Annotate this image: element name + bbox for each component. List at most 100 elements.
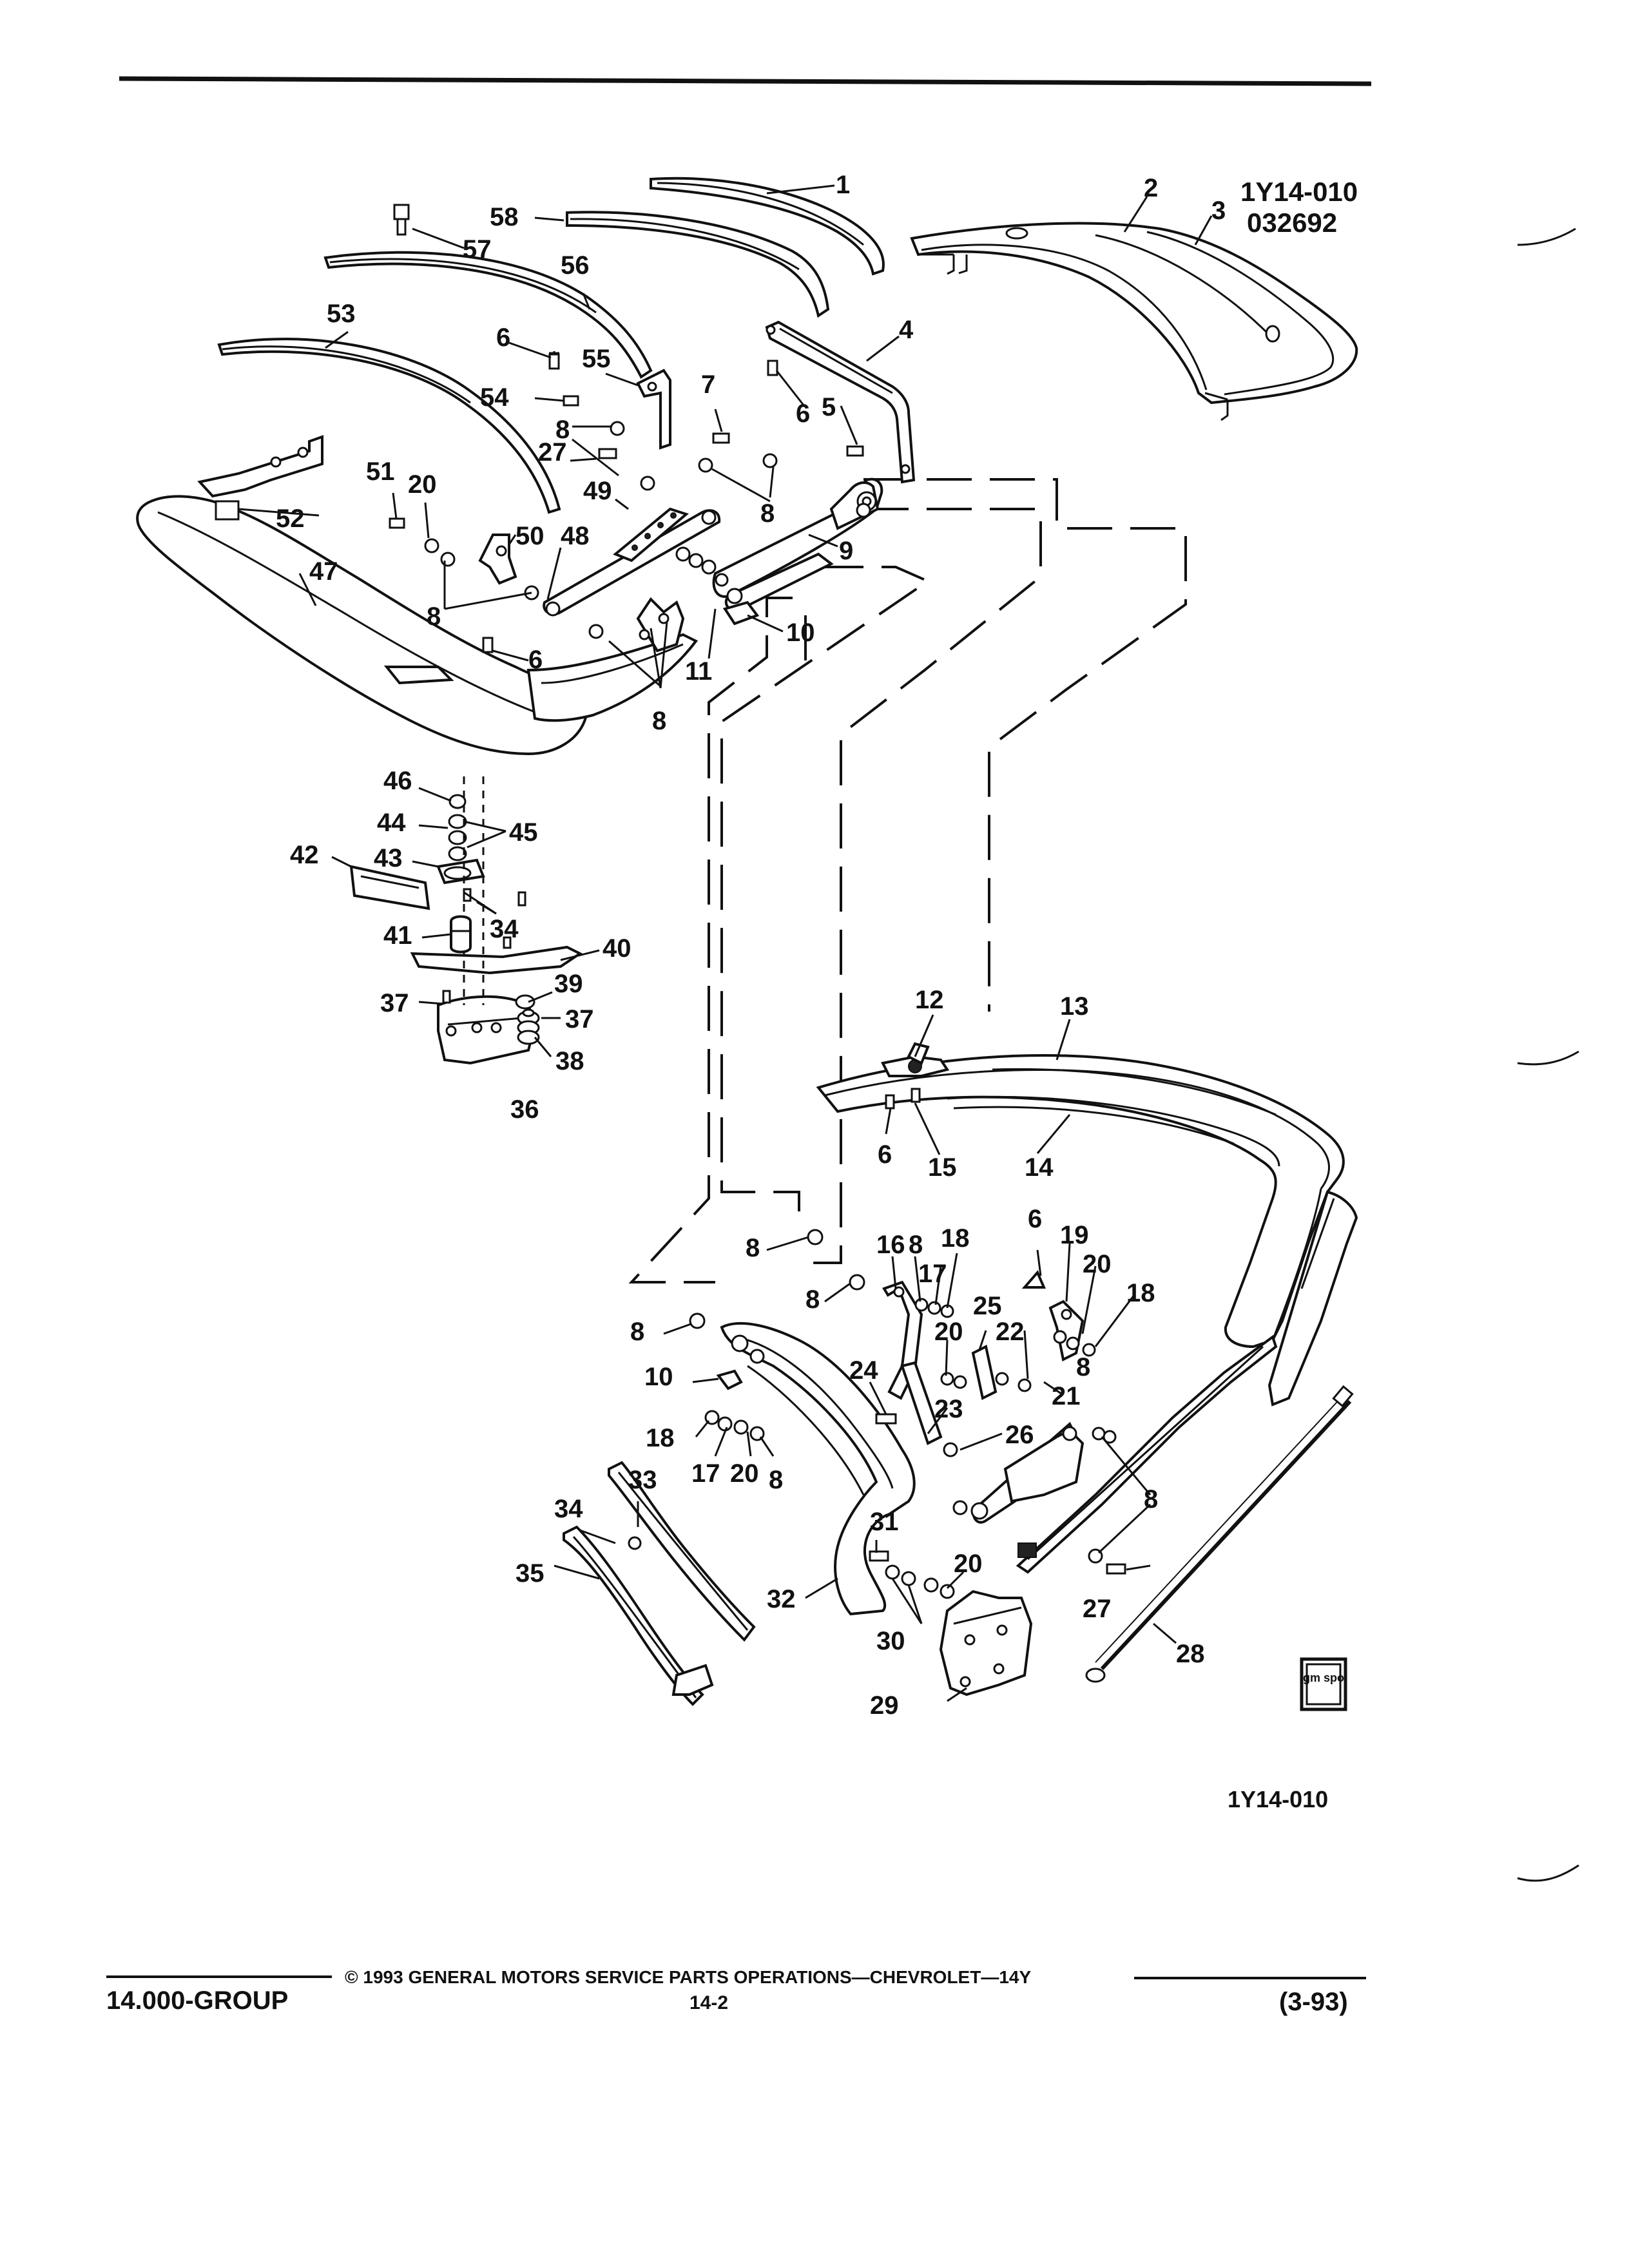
- label-part-39: 39: [554, 970, 583, 998]
- label-part-8b: 8: [760, 499, 775, 528]
- label-part-44: 44: [377, 809, 406, 837]
- part-39-clip: [515, 994, 535, 1010]
- label-part-26: 26: [1005, 1421, 1034, 1449]
- part-40-mount-plate: [410, 945, 583, 975]
- part-13-side-rail-weatherstrip: [816, 1054, 1345, 1349]
- label-part-13: 13: [1060, 992, 1089, 1021]
- label-part-32: 32: [767, 1585, 796, 1613]
- label-part-10b: 10: [644, 1363, 673, 1391]
- figure-date-code: 032692: [1247, 207, 1337, 238]
- label-part-4: 4: [899, 316, 914, 344]
- label-part-33: 33: [628, 1466, 657, 1494]
- part-number-labels: 1 2 3 4 5 6 6 6 6 6 7 8 8 8 8 8 8 8 8 8 …: [276, 171, 1226, 1720]
- label-part-20e: 20: [954, 1550, 983, 1578]
- part-10-clip-upper: [722, 601, 760, 626]
- part-1-roof-molding: [650, 177, 885, 276]
- label-part-8d: 8: [652, 707, 666, 735]
- label-part-19: 19: [1060, 1221, 1089, 1249]
- label-part-35: 35: [516, 1559, 545, 1588]
- label-part-27a: 27: [538, 438, 567, 466]
- label-part-24: 24: [849, 1356, 878, 1385]
- part-2-3-roof-panel: [910, 222, 1358, 421]
- linkage-dashed-lines: [628, 478, 1187, 1283]
- label-part-8h: 8: [909, 1231, 923, 1259]
- footer-copyright: © 1993 GENERAL MOTORS SERVICE PARTS OPER…: [345, 1967, 1031, 1987]
- label-part-8k: 8: [1144, 1485, 1158, 1514]
- label-part-22: 22: [996, 1318, 1025, 1346]
- label-part-5: 5: [822, 393, 836, 421]
- label-part-6a: 6: [796, 399, 810, 428]
- label-part-6c: 6: [528, 646, 543, 674]
- part-55-bracket: [636, 369, 671, 450]
- label-part-15: 15: [928, 1153, 957, 1182]
- label-part-36: 36: [510, 1095, 539, 1124]
- label-part-45: 45: [509, 818, 538, 847]
- part-32-main-hinge: [720, 1321, 916, 1616]
- part-31-bolt: [869, 1550, 889, 1562]
- logo-text: gm spo: [1303, 1671, 1344, 1684]
- part-48-linkage: [543, 509, 721, 617]
- label-part-6e: 6: [1028, 1205, 1042, 1233]
- label-part-34b: 34: [490, 915, 519, 943]
- label-part-18c: 18: [646, 1424, 675, 1452]
- part-14-side-rail-retainer: [947, 1095, 1358, 1407]
- label-part-38: 38: [555, 1047, 584, 1075]
- label-part-34a: 34: [554, 1495, 583, 1523]
- footer-revision: (3-93): [1279, 1988, 1348, 2016]
- label-part-11: 11: [685, 657, 712, 686]
- part-29-bracket: [939, 1590, 1033, 1696]
- label-part-52: 52: [276, 505, 305, 533]
- label-part-1: 1: [836, 171, 850, 199]
- part-38-spring: [517, 1008, 540, 1045]
- label-part-8c: 8: [427, 602, 441, 631]
- label-part-20b: 20: [1083, 1250, 1112, 1278]
- part-4-front-bracket: [765, 320, 916, 484]
- label-part-12: 12: [915, 986, 944, 1014]
- label-part-8i: 8: [769, 1466, 783, 1494]
- label-part-37a: 37: [380, 989, 409, 1017]
- label-part-6d: 6: [878, 1140, 892, 1169]
- label-part-28: 28: [1176, 1640, 1205, 1668]
- label-part-55: 55: [582, 345, 611, 373]
- part-47-rear-trim-panel: [136, 435, 699, 756]
- label-part-46: 46: [383, 767, 412, 795]
- label-part-37b: 37: [565, 1005, 594, 1033]
- label-part-56: 56: [561, 251, 590, 280]
- leader-lines: [238, 184, 1213, 1702]
- part-35-glass-channel: [563, 1525, 714, 1706]
- gm-spo-logo: gm spo: [1300, 1657, 1347, 1711]
- label-part-31: 31: [870, 1508, 899, 1536]
- label-part-57: 57: [463, 235, 492, 264]
- label-part-8j: 8: [1076, 1353, 1090, 1381]
- label-part-27b: 27: [1083, 1595, 1112, 1623]
- label-part-30: 30: [876, 1627, 905, 1655]
- page-edge-marks: [1517, 227, 1579, 1882]
- part-49-latch-plate: [613, 507, 689, 562]
- part-36-base-bracket: [437, 995, 537, 1065]
- part-50-bracket: [478, 533, 517, 585]
- part-56-side-molding: [323, 251, 653, 379]
- part-rail-lower-cable: [1016, 1334, 1278, 1574]
- label-part-3: 3: [1211, 197, 1226, 225]
- part-33-glass-channel: [608, 1461, 756, 1642]
- label-part-8f: 8: [805, 1285, 820, 1314]
- label-part-58: 58: [490, 203, 519, 231]
- label-part-42: 42: [290, 841, 319, 869]
- label-part-20c: 20: [934, 1318, 963, 1346]
- page-footer: © 1993 GENERAL MOTORS SERVICE PARTS OPER…: [106, 1967, 1366, 2016]
- label-part-53: 53: [327, 300, 356, 328]
- label-part-10a: 10: [786, 619, 815, 647]
- label-part-8a: 8: [555, 416, 570, 444]
- part-42-latch-plate: [349, 865, 430, 910]
- label-part-49: 49: [583, 477, 612, 505]
- part-12-latch: [881, 1042, 950, 1110]
- part-28-rod: [1085, 1385, 1354, 1683]
- part-58-front-molding: [566, 211, 830, 318]
- part-8-bracket-lower: [636, 597, 685, 653]
- label-part-51: 51: [366, 457, 395, 486]
- footer-figure-id: 1Y14-010: [1228, 1786, 1328, 1812]
- label-part-21: 21: [1052, 1382, 1081, 1410]
- label-part-8e: 8: [746, 1234, 760, 1262]
- label-part-47: 47: [309, 557, 338, 586]
